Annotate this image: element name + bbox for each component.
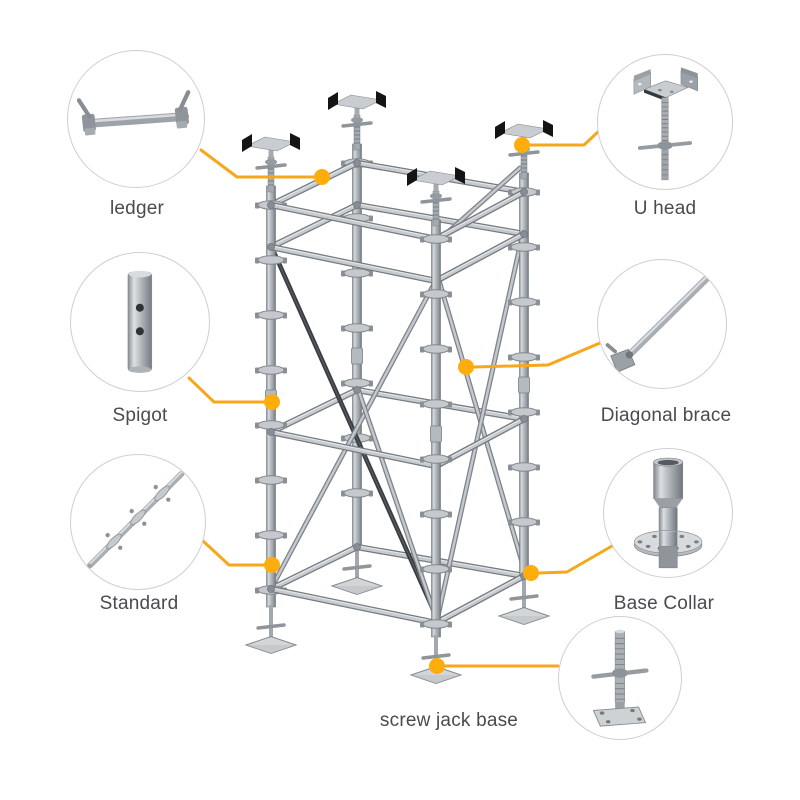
part-circle-diagonal-brace [597, 259, 727, 389]
part-circle-base-collar [603, 448, 733, 578]
diagonal-brace-icon [602, 272, 713, 375]
part-label-diagonal-brace: Diagonal brace [600, 405, 732, 426]
connector-dot-diagonal-brace [458, 359, 474, 375]
part-circle-ledger [67, 50, 205, 188]
screw-jack-base-icon [590, 629, 649, 727]
part-label-spigot: Spigot [112, 405, 168, 426]
spigot-icon [127, 270, 153, 374]
connector-line-standard [201, 539, 266, 567]
ledger-icon [76, 90, 191, 136]
connector-dot-u-head [514, 137, 530, 153]
connector-dot-ledger [314, 169, 330, 185]
part-circle-u-head [597, 54, 733, 190]
part-label-standard: Standard [99, 593, 179, 614]
connector-line-base-collar [537, 544, 614, 575]
connector-dot-screw-jack-base [429, 658, 445, 674]
connector-line-ledger [199, 148, 316, 179]
part-label-screw-jack-base: screw jack base [379, 710, 519, 731]
u-head-icon [633, 67, 698, 181]
part-label-ledger: ledger [109, 198, 165, 219]
base-collar-icon [633, 457, 703, 568]
standard-icon [81, 470, 185, 574]
part-circle-standard [70, 454, 206, 590]
connector-line-diagonal-brace [472, 341, 602, 369]
connector-dot-base-collar [523, 565, 539, 581]
connector-line-spigot [187, 376, 266, 404]
part-label-u-head: U head [633, 198, 697, 219]
part-circle-screw-jack-base [558, 616, 682, 740]
connector-line-u-head [528, 129, 601, 147]
part-circle-spigot [70, 252, 210, 392]
part-label-base-collar: Base Collar [613, 593, 715, 614]
connector-dot-standard [264, 557, 280, 573]
connector-dot-spigot [264, 394, 280, 410]
